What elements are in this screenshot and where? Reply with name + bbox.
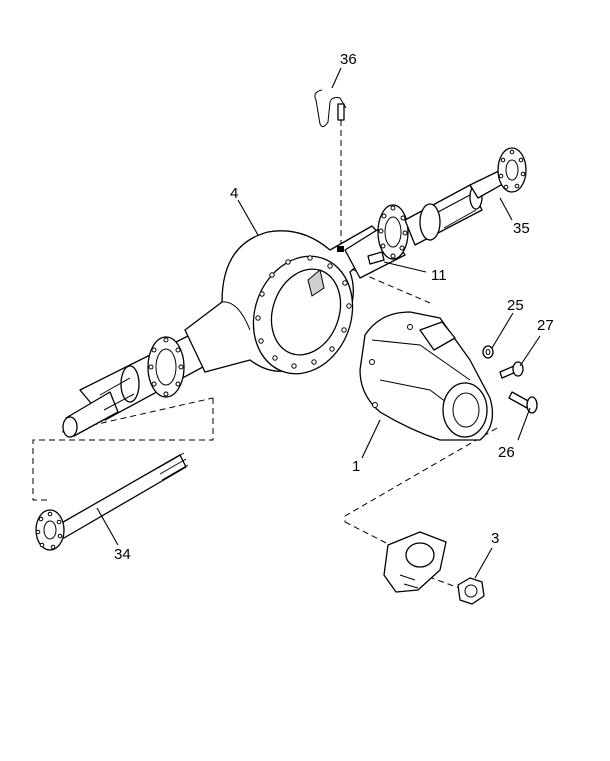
pinion-nut-3 bbox=[457, 577, 485, 605]
washer-25 bbox=[482, 345, 494, 359]
right-flange-bolt-holes bbox=[378, 205, 408, 259]
callout-4: 4 bbox=[230, 185, 238, 202]
axle-housing bbox=[62, 184, 483, 438]
pinion-yoke bbox=[383, 531, 447, 593]
bolt-27 bbox=[499, 361, 524, 379]
callout-25: 25 bbox=[507, 297, 524, 314]
callout-3: 3 bbox=[491, 530, 499, 547]
callout-11: 11 bbox=[431, 267, 447, 284]
callout-27: 27 bbox=[537, 317, 554, 334]
left-axle-shaft bbox=[35, 452, 189, 551]
left-flange-bolt-holes bbox=[148, 337, 184, 397]
housing-ring-bolt-holes bbox=[255, 255, 352, 369]
callout-labels: 36 4 35 11 25 27 1 26 34 3 bbox=[114, 51, 554, 563]
callout-34: 34 bbox=[114, 546, 131, 563]
callout-35: 35 bbox=[513, 220, 530, 237]
right-shaft-flange-holes bbox=[498, 149, 526, 190]
callout-1: 1 bbox=[352, 458, 360, 475]
callout-26: 26 bbox=[498, 444, 515, 461]
breather-vent-36 bbox=[314, 89, 347, 128]
differential-carrier bbox=[359, 311, 494, 441]
left-shaft-flange-holes bbox=[35, 511, 63, 550]
callout-36: 36 bbox=[340, 51, 357, 68]
bolt-26 bbox=[508, 391, 538, 414]
right-axle-shaft bbox=[469, 147, 527, 199]
leader-lines bbox=[96, 67, 541, 579]
